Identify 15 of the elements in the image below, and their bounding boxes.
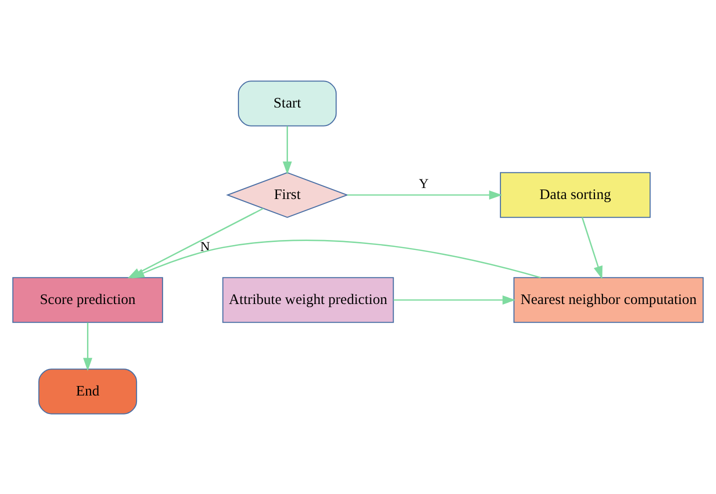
node-diamond: First [226, 172, 349, 218]
arrow [131, 239, 541, 278]
arrow [347, 190, 502, 200]
edge-label: N [200, 238, 210, 254]
edge-label: Y [418, 176, 429, 191]
node-box: Score prediction [12, 276, 164, 322]
node-box: End [38, 368, 138, 414]
arrow [282, 126, 292, 174]
node-box: Attribute weight prediction [222, 276, 394, 322]
node-box: Nearest neighbor computation [513, 276, 704, 322]
arrow [582, 216, 603, 279]
node-box: Data sorting [500, 172, 651, 218]
node-box: Start [238, 80, 337, 126]
arrow [393, 294, 516, 304]
arrow [83, 322, 92, 371]
